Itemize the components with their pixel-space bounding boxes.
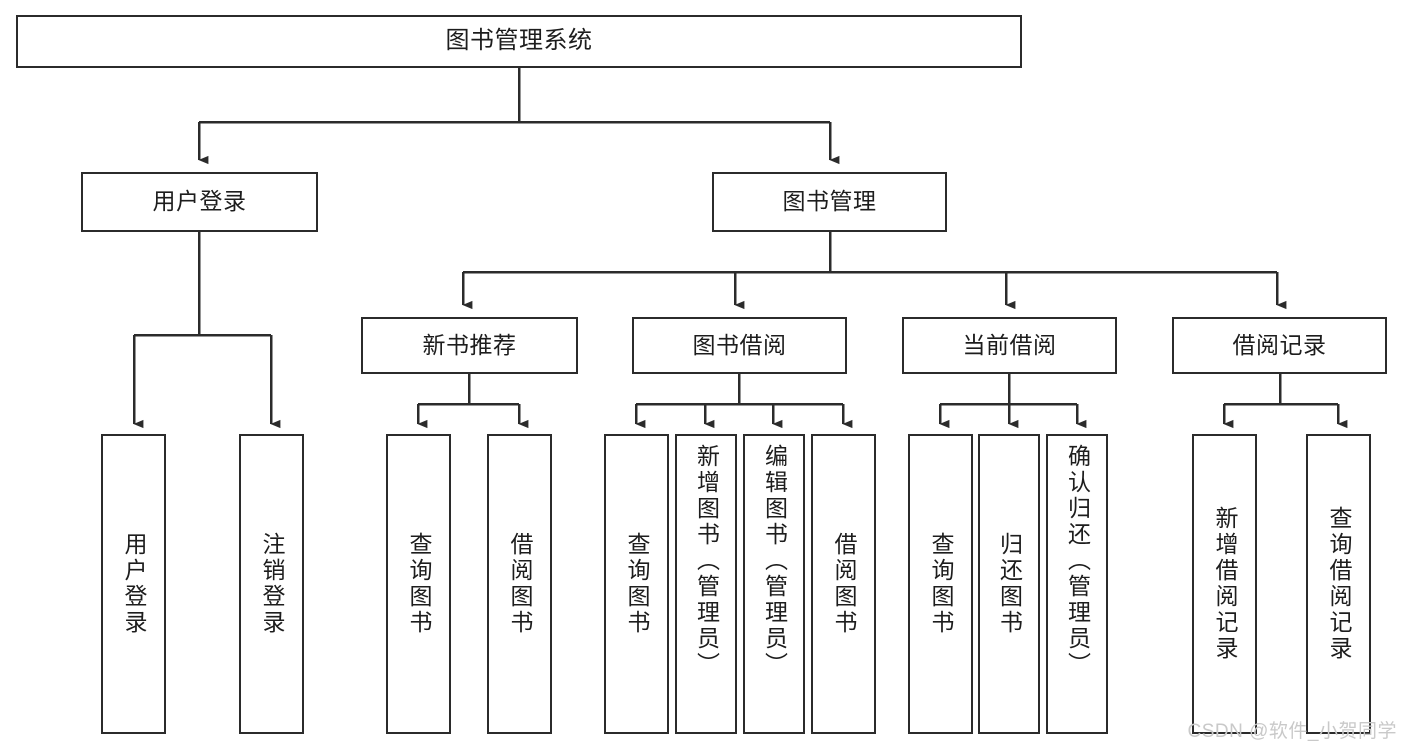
leaf-query-book-1-label: 查询图书 <box>406 532 432 636</box>
node-user-login-label: 用户登录 <box>152 188 247 215</box>
leaf-query-record-label: 查询借阅记录 <box>1326 506 1352 662</box>
leaf-borrow-book-2-label: 借阅图书 <box>831 532 857 636</box>
node-borrow-record-label: 借阅记录 <box>1232 331 1327 358</box>
node-book-borrow-label: 图书借阅 <box>692 331 787 358</box>
leaf-add-book[interactable]: 新增图书（管理员） <box>675 434 737 734</box>
leaf-borrow-book-2[interactable]: 借阅图书 <box>811 434 876 734</box>
node-borrow-record[interactable]: 借阅记录 <box>1172 317 1387 374</box>
node-new-book-recommend[interactable]: 新书推荐 <box>361 317 578 374</box>
node-new-book-recommend-label: 新书推荐 <box>422 331 517 358</box>
watermark-text: CSDN @软件_小贺同学 <box>1187 721 1397 742</box>
leaf-confirm-return[interactable]: 确认归还（管理员） <box>1046 434 1108 734</box>
leaf-user-logout[interactable]: 注销登录 <box>239 434 304 734</box>
leaf-user-login-label: 用户登录 <box>121 532 147 636</box>
leaf-return-book[interactable]: 归还图书 <box>978 434 1040 734</box>
leaf-borrow-book-1-label: 借阅图书 <box>507 532 533 636</box>
node-book-manage[interactable]: 图书管理 <box>712 172 947 232</box>
leaf-query-book-2[interactable]: 查询图书 <box>604 434 669 734</box>
leaf-add-record[interactable]: 新增借阅记录 <box>1192 434 1257 734</box>
node-user-login[interactable]: 用户登录 <box>81 172 318 232</box>
leaf-edit-book-label: 编辑图书（管理员） <box>761 444 788 678</box>
leaf-query-book-3[interactable]: 查询图书 <box>908 434 973 734</box>
leaf-user-login[interactable]: 用户登录 <box>101 434 166 734</box>
node-current-borrow[interactable]: 当前借阅 <box>902 317 1117 374</box>
leaf-query-book-2-label: 查询图书 <box>624 532 650 636</box>
node-book-manage-label: 图书管理 <box>782 188 877 215</box>
node-root[interactable]: 图书管理系统 <box>16 15 1022 68</box>
leaf-user-logout-label: 注销登录 <box>259 532 285 636</box>
leaf-add-record-label: 新增借阅记录 <box>1212 506 1238 662</box>
leaf-query-record[interactable]: 查询借阅记录 <box>1306 434 1371 734</box>
leaf-add-book-label: 新增图书（管理员） <box>693 444 720 678</box>
leaf-query-book-1[interactable]: 查询图书 <box>386 434 451 734</box>
leaf-query-book-3-label: 查询图书 <box>928 532 954 636</box>
leaf-return-book-label: 归还图书 <box>996 532 1023 636</box>
leaf-confirm-return-label: 确认归还（管理员） <box>1064 444 1091 678</box>
leaf-borrow-book-1[interactable]: 借阅图书 <box>487 434 552 734</box>
node-book-borrow[interactable]: 图书借阅 <box>632 317 847 374</box>
node-current-borrow-label: 当前借阅 <box>962 331 1057 358</box>
node-root-label: 图书管理系统 <box>445 27 593 55</box>
leaf-edit-book[interactable]: 编辑图书（管理员） <box>743 434 805 734</box>
